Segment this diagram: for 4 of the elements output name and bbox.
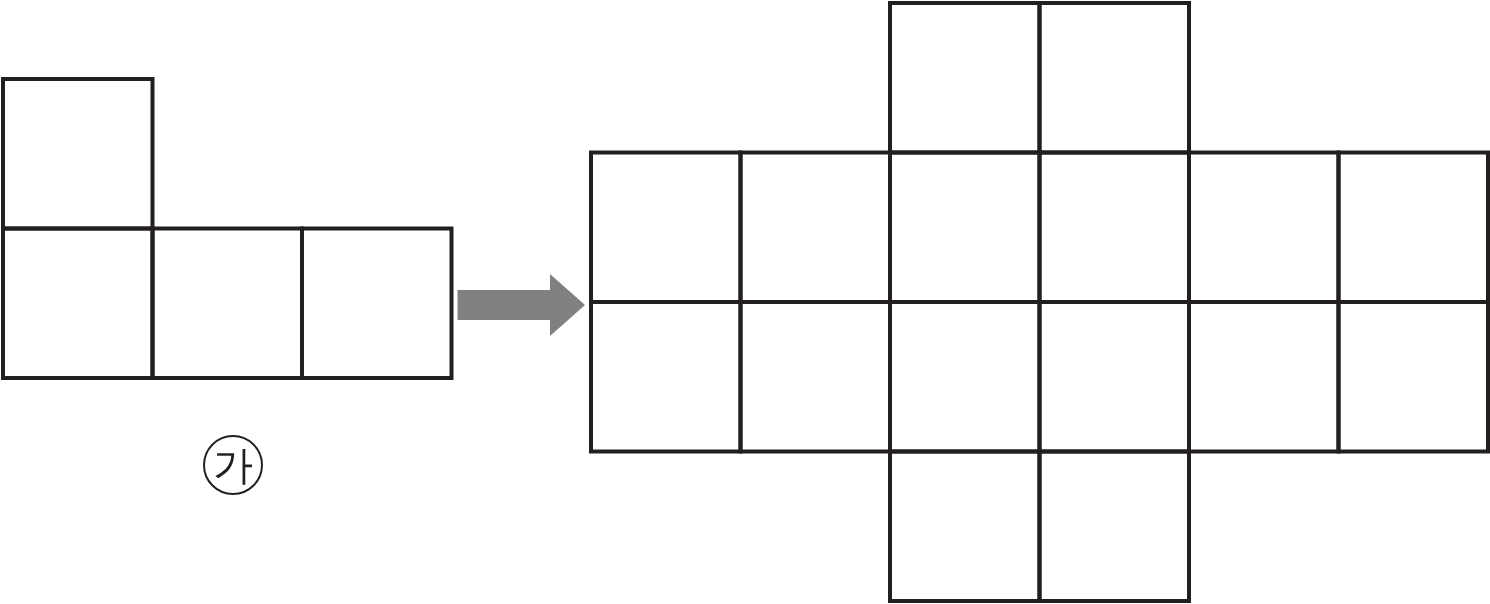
square-grid-drawing [1,77,454,380]
square-grid-drawing [589,1,1490,603]
circled-label: 가 [203,435,263,495]
block-arrow [457,274,585,336]
